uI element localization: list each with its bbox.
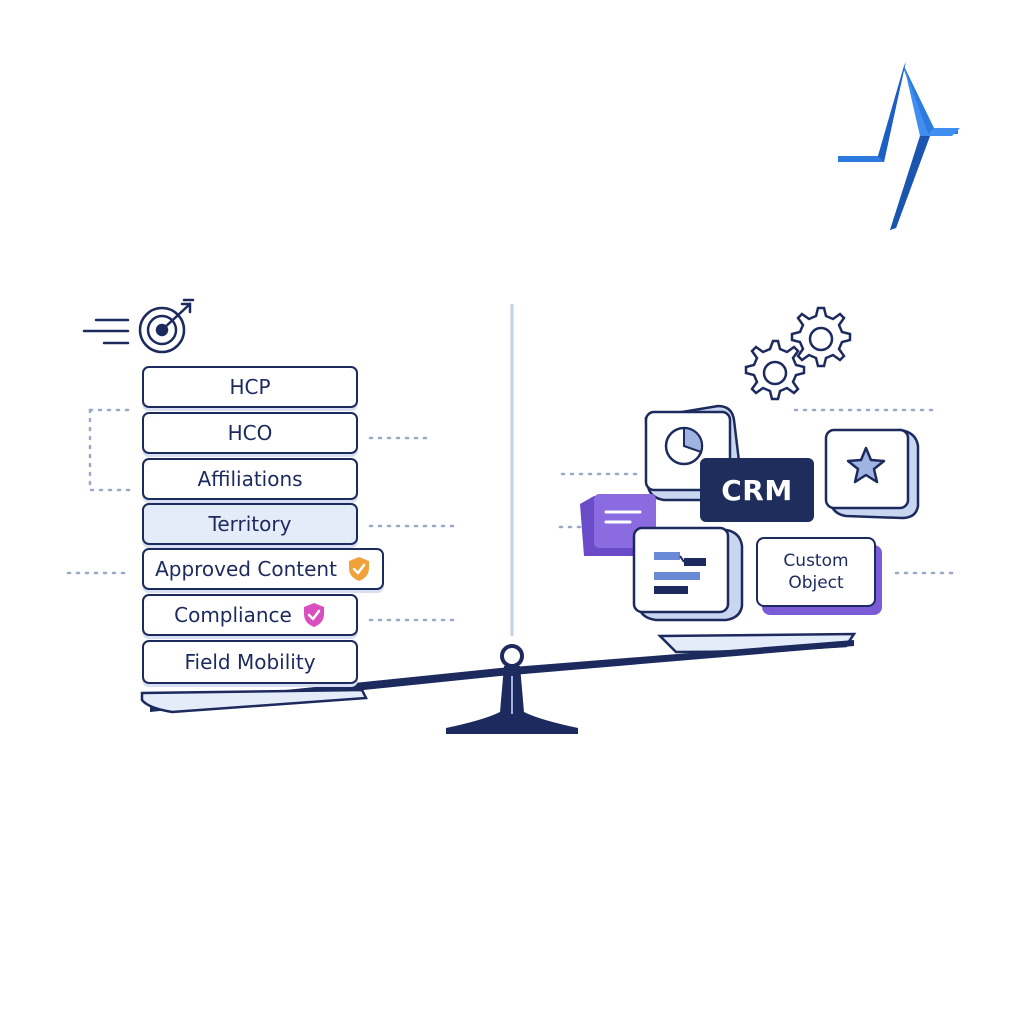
stack-item-label: Field Mobility	[184, 650, 316, 674]
stack-item-affiliations: Affiliations	[142, 458, 358, 500]
custom-object-card: Custom Object	[756, 537, 876, 607]
pie-chart-icon	[664, 426, 704, 466]
stack-item-label: HCO	[227, 421, 273, 445]
left-pan	[140, 688, 368, 714]
brand-zigzag-icon	[838, 62, 960, 230]
shield-check-icon	[302, 602, 326, 628]
stack-item-compliance: Compliance	[142, 594, 358, 636]
target-arrow-icon	[82, 298, 195, 354]
stack-item-territory: Territory	[142, 503, 358, 545]
stack-item-label: HCP	[229, 375, 271, 399]
stack-item-label: Affiliations	[197, 467, 303, 491]
stack-item-label: Compliance	[174, 603, 292, 627]
stack-item-field-mobility: Field Mobility	[142, 640, 358, 684]
star-icon	[846, 446, 886, 484]
scale-fulcrum	[446, 644, 578, 734]
gear-icon	[744, 306, 852, 401]
stack-item-label: Territory	[208, 512, 292, 536]
stack-item-hcp: HCP	[142, 366, 358, 408]
scale-beam	[150, 640, 854, 712]
stack-item-hco: HCO	[142, 412, 358, 454]
star-tile	[824, 428, 920, 520]
shield-check-icon	[347, 556, 371, 582]
stack-item-label: Approved Content	[155, 557, 337, 581]
crm-label: CRM	[700, 458, 814, 522]
flow-icon	[654, 552, 706, 594]
stack-item-approved-content: Approved Content	[142, 548, 384, 590]
flow-tile	[632, 526, 744, 622]
custom-object-line2: Object	[788, 573, 844, 593]
message-icon	[604, 510, 642, 524]
custom-object-line1: Custom	[783, 551, 849, 571]
right-dotted-connectors	[558, 408, 960, 575]
left-dotted-connectors	[66, 408, 458, 622]
